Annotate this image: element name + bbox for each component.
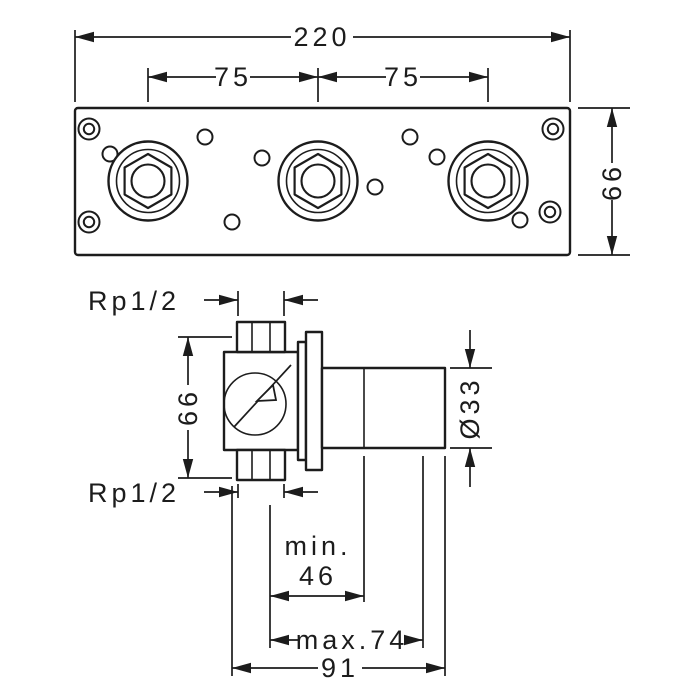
dim-label-75-right: 75 <box>384 62 422 92</box>
dim-label-rp-bottom: Rp1/2 <box>88 478 180 508</box>
fitting-left <box>107 140 189 222</box>
dim-label-46: 46 <box>299 561 337 591</box>
spout-pipe <box>320 366 447 450</box>
dimension-75-right: 75 <box>318 62 489 102</box>
hex-connection-bottom <box>235 448 287 482</box>
valve-chamber <box>223 372 287 436</box>
fitting-center <box>277 140 359 222</box>
dim-label-max-74: max.74 <box>296 625 409 655</box>
dim-label-d33: Ø33 <box>455 376 485 439</box>
screw-hole <box>366 178 384 196</box>
screw-hole <box>511 211 529 229</box>
dimension-75-left: 75 <box>147 62 319 102</box>
double-hole <box>77 210 101 234</box>
screw-hole <box>401 128 419 146</box>
dim-label-220: 220 <box>293 22 350 52</box>
screw-hole <box>223 213 241 231</box>
dim-label-91: 91 <box>321 653 359 683</box>
top-view: 220 75 75 66 <box>73 22 630 257</box>
dim-label-66-body: 66 <box>173 388 203 426</box>
flange-plate-outer <box>304 330 324 472</box>
hex-connection-top <box>235 320 287 354</box>
dimension-66-plate: 66 <box>578 107 630 256</box>
fixing-holes <box>77 117 565 234</box>
dim-label-75-left: 75 <box>214 62 252 92</box>
fitting-right <box>447 140 529 222</box>
dimension-d33: Ø33 <box>450 330 492 487</box>
dimension-max-74: max.74 <box>270 456 424 655</box>
dim-label-rp-top: Rp1/2 <box>88 286 180 316</box>
screw-hole <box>428 148 446 166</box>
check-valve-symbol <box>254 383 278 403</box>
dimension-min-46: min. 46 <box>269 456 365 648</box>
screw-hole <box>101 145 119 163</box>
dim-label-66-plate: 66 <box>597 163 627 201</box>
dimension-91: 91 <box>231 456 446 683</box>
double-hole <box>541 117 565 141</box>
dimension-66-body: 66 <box>173 336 232 479</box>
screw-hole <box>196 128 214 146</box>
side-view: Rp1/2 Rp1/2 66 Ø33 <box>88 286 492 683</box>
screw-hole <box>253 149 271 167</box>
dimension-rp-bottom: Rp1/2 <box>88 478 318 508</box>
double-hole <box>538 200 562 224</box>
dimension-220: 220 <box>74 22 571 102</box>
double-hole <box>77 117 101 141</box>
dim-label-min: min. <box>284 531 351 561</box>
dimension-rp-top: Rp1/2 <box>88 286 318 316</box>
